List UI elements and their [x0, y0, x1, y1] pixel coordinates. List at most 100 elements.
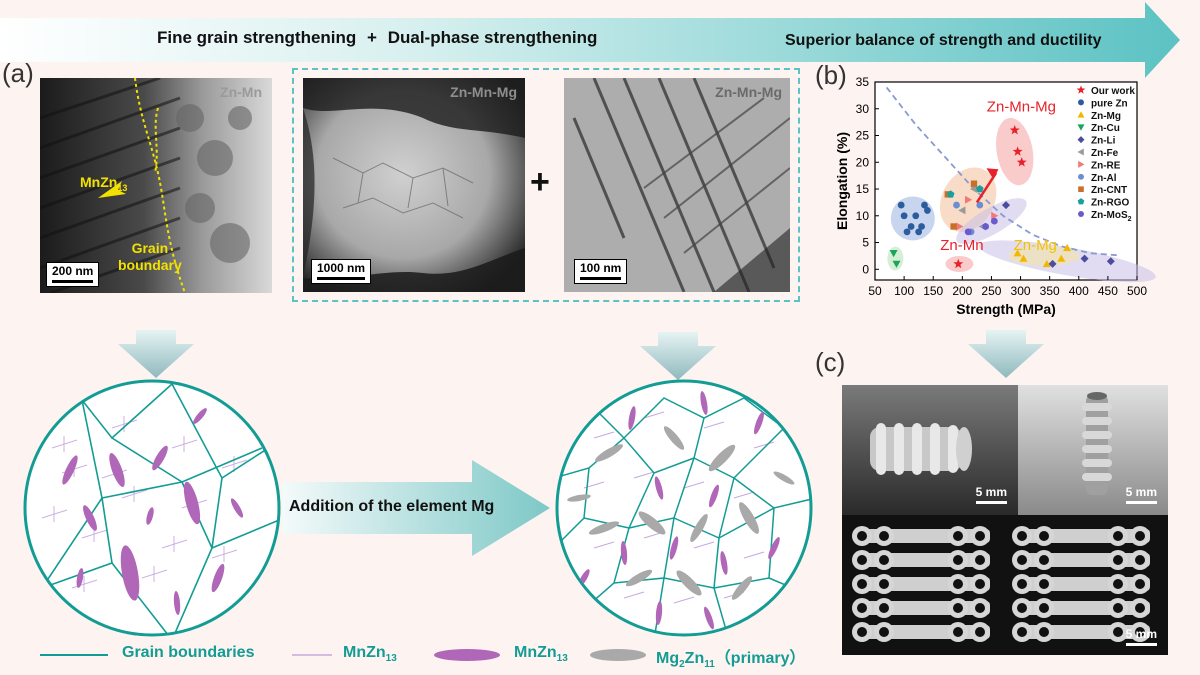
plate-hole	[879, 627, 889, 637]
photo2-scale-bar: 5 mm	[1121, 484, 1162, 507]
y-tick-label: 35	[856, 75, 870, 89]
y-tick-label: 20	[856, 155, 870, 169]
legend-mnzn13-ellipse-swatch	[434, 649, 500, 661]
banner-fine-grain: Fine grain strengthening	[157, 28, 357, 47]
point-zn-cu-1	[892, 260, 901, 268]
y-tick-label: 30	[856, 102, 870, 116]
legend-label-9: Zn-RGO	[1091, 198, 1130, 209]
legend-label-1: pure Zn	[1091, 98, 1128, 109]
legend-label-sub: 2	[1128, 216, 1132, 223]
point-zn-mos-0	[964, 228, 972, 236]
point-zn-li-3	[1002, 201, 1010, 210]
tem1-scale-bar: 200 nm	[46, 262, 100, 287]
legend-row: Grain boundaries MnZn13 MnZn13 Mg2Zn11（p…	[40, 642, 810, 670]
point-zn-mg-4	[1013, 249, 1022, 257]
x-tick-label: 300	[1011, 284, 1031, 298]
legend-text: （primary）	[714, 650, 806, 667]
tem2-label: Zn-Mn-Mg	[450, 84, 517, 100]
scale-text: 5 mm	[975, 485, 1007, 499]
point-zn-mos-1	[982, 223, 990, 230]
plate-hole	[1017, 579, 1027, 589]
plate-hole	[857, 627, 867, 637]
down-arrow-chart	[968, 330, 1044, 378]
legend-marker-9	[1077, 198, 1085, 205]
tem-plus-sign: +	[530, 163, 550, 201]
plate-hole	[1135, 603, 1145, 613]
legend-label-4: Zn-Li	[1091, 136, 1116, 147]
point-zn-mg-3	[1063, 243, 1072, 252]
photo3-scale-bar: 5 mm	[1121, 626, 1162, 649]
tem3-label: Zn-Mn-Mg	[715, 84, 782, 100]
tem-image-zn-mn-mg-1: Zn-Mn-Mg 1000 nm	[303, 78, 525, 292]
plate-hole	[975, 579, 985, 589]
plate-hole	[857, 555, 867, 565]
plate-hole	[1017, 555, 1027, 565]
point-zn-fe-1	[970, 185, 978, 193]
point-pure-zn-8	[903, 228, 911, 236]
legend-mg2zn11: Mg2Zn11（primary）	[656, 644, 806, 670]
point-zn-al-2	[976, 201, 984, 209]
legend-grain-boundaries: Grain boundaries	[122, 644, 255, 661]
point-our-work-1	[1012, 146, 1023, 156]
plate-hole	[975, 603, 985, 613]
y-axis-label: Elongation (%)	[834, 132, 850, 230]
point-zn-mg-0	[1019, 254, 1028, 262]
annotation-1: Zn-Mn	[940, 237, 983, 254]
legend-marker-0	[1076, 85, 1086, 94]
x-tick-label: 100	[894, 284, 914, 298]
legend-label-10: Zn-MoS2	[1091, 210, 1132, 223]
plate-hole	[1135, 531, 1145, 541]
plate-hole	[1039, 579, 1049, 589]
tem2-scale-bar: 1000 nm	[311, 259, 372, 284]
tem1-grain-boundary-annotation: Grain boundary	[118, 240, 182, 274]
point-pure-zn-2	[907, 223, 915, 230]
point-zn-li-1	[1080, 254, 1089, 263]
mg-addition-arrow	[282, 460, 550, 556]
tem-image-zn-mn: Zn-Mn MnZn13 Grain boundary 200 nm	[40, 78, 272, 293]
point-pure-zn-6	[921, 201, 928, 209]
legend-label-8: Zn-CNT	[1091, 185, 1127, 196]
plate-hole	[1017, 531, 1027, 541]
plate-hole	[1113, 531, 1123, 541]
point-zn-al-0	[953, 201, 960, 209]
plate-hole	[857, 603, 867, 613]
x-tick-label: 50	[868, 284, 882, 298]
y-tick-label: 5	[862, 236, 869, 250]
x-tick-label: 250	[981, 284, 1001, 298]
legend-text: Zn	[684, 650, 705, 667]
plate-hole	[975, 531, 985, 541]
plate-hole	[857, 531, 867, 541]
legend-marker-6	[1078, 160, 1085, 168]
legend-marker-4	[1077, 136, 1085, 144]
legend-marker-10	[1078, 211, 1084, 217]
x-tick-label: 200	[952, 284, 972, 298]
legend-text: MnZn	[343, 644, 386, 661]
down-arrow-left	[118, 330, 194, 378]
legend-label-7: Zn-Al	[1091, 173, 1117, 184]
plate-hole	[1135, 627, 1145, 637]
point-pure-zn-1	[900, 212, 908, 220]
banner-plus: +	[367, 28, 377, 47]
tem-image-zn-mn-mg-2: Zn-Mn-Mg 100 nm	[564, 78, 790, 292]
annotation-2: Zn-Mg	[1014, 237, 1057, 254]
plate-hole	[1113, 579, 1123, 589]
schematic-zn-mn	[23, 379, 281, 637]
banner-superior-balance: Superior balance of strength and ductili…	[785, 32, 1102, 49]
photo1-scale-bar: 5 mm	[971, 484, 1012, 507]
x-axis-label: Strength (MPa)	[956, 301, 1056, 317]
point-our-work-3	[953, 258, 964, 269]
legend-sub: 2	[679, 659, 685, 671]
scale-line	[975, 501, 1007, 504]
point-zn-re-0	[956, 222, 964, 231]
x-tick-label: 400	[1069, 284, 1089, 298]
point-pure-zn-3	[912, 212, 920, 220]
y-tick-label: 0	[862, 262, 869, 276]
photo-bone-plates: 5 mm	[842, 515, 1168, 655]
plate-hole	[975, 627, 985, 637]
plate-hole	[1039, 627, 1049, 637]
point-zn-mos-2	[990, 217, 998, 225]
legend-sub: 13	[385, 653, 397, 665]
point-zn-mg-2	[1057, 254, 1066, 262]
plate-hole	[879, 579, 889, 589]
legend-text: MnZn	[514, 644, 557, 661]
